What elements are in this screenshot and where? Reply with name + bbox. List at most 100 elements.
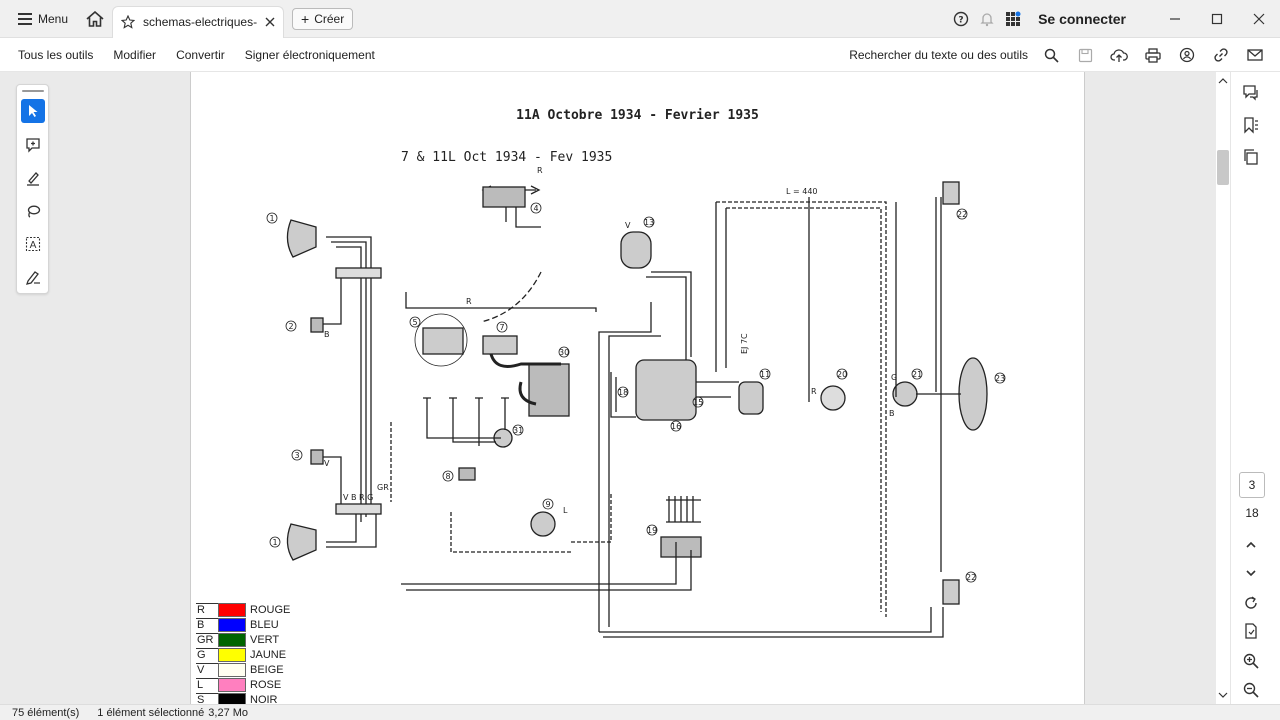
current-page-input[interactable]: 3 [1239,472,1265,498]
component-13 [620,231,652,269]
next-page-button[interactable] [1240,562,1262,584]
num-21: 21 [912,370,922,379]
right-panel: 3 18 [1230,72,1280,704]
svg-text:?: ? [958,16,963,26]
legend-row: B BLEU [196,617,290,632]
search-tools-label[interactable]: Rechercher du texte ou des outils [849,48,1028,62]
num-19: 19 [647,526,657,535]
legend-name: NOIR [250,693,278,705]
link-button[interactable] [1204,38,1238,72]
chevron-down-icon [1246,570,1256,577]
minimize-button[interactable] [1154,0,1196,38]
scroll-up-icon[interactable] [1216,76,1230,86]
cloud-upload-icon [1110,48,1128,62]
apps-button[interactable] [1000,0,1026,38]
coil-19 [666,496,701,523]
notifications-button[interactable] [974,0,1000,38]
relay-top [482,186,526,208]
headlamp-top [286,219,317,258]
print-button[interactable] [1136,38,1170,72]
status-bar: 75 élément(s) 1 élément sélectionné 3,27… [0,704,1280,720]
plus-icon: + [301,10,310,27]
share-user-icon [1179,47,1195,63]
home-button[interactable] [78,0,112,38]
zoom-in-icon [1243,653,1259,669]
create-button[interactable]: + Créer [292,7,354,30]
pages-panel-button[interactable] [1240,146,1262,168]
search-button[interactable] [1034,38,1068,72]
label-ej7c: EJ 7C [740,333,749,354]
tab-title: schemas-electriques-... [143,15,258,29]
tool-modify[interactable]: Modifier [113,47,157,62]
panel-grip[interactable] [22,90,44,92]
main-toolbar: Tous les outils Modifier Convertir Signe… [0,38,1280,72]
zoom-in-button[interactable] [1240,650,1262,672]
num-8: 8 [446,472,451,481]
legend-swatch [218,692,246,704]
legend-code: B [196,617,218,632]
num-1b: 1 [273,538,278,547]
lasso-icon [27,205,41,218]
refresh-icon [1245,596,1257,609]
component-11 [738,381,764,415]
refresh-button[interactable] [1240,592,1262,614]
sign-in-link[interactable]: Se connecter [1038,11,1126,27]
num-16: 16 [671,422,681,431]
tool-convert[interactable]: Convertir [176,47,225,62]
share-user-button[interactable] [1170,38,1204,72]
num-3: 3 [295,451,300,460]
num-20: 20 [837,370,847,379]
zoom-out-button[interactable] [1240,679,1262,701]
upload-button[interactable] [1102,38,1136,72]
comments-panel-button[interactable] [1240,82,1262,104]
email-button[interactable] [1238,38,1272,72]
bookmarks-panel-button[interactable] [1240,114,1262,136]
wiring-diagram: R L = 440 R EJ 7C V B GR G V B R L V B R… [266,166,1006,638]
highlight-tool[interactable] [21,166,45,190]
file-size: 3,27 Mo [208,706,249,719]
num-30: 30 [559,348,569,357]
maximize-icon [1211,13,1223,25]
menu-button[interactable]: Menu [0,0,78,38]
close-icon [1253,13,1265,25]
document-tab[interactable]: schemas-electriques-... [112,5,285,38]
mail-icon [1247,49,1263,61]
star-icon[interactable] [121,15,136,29]
legend-code: GR [196,632,218,647]
save-button[interactable] [1068,38,1102,72]
num-18: 18 [618,388,628,397]
text-tool[interactable]: A [21,232,45,256]
legend-name: BLEU [250,618,279,631]
svg-text:A: A [30,240,37,251]
comment-tool[interactable] [21,133,45,157]
draw-tool[interactable] [21,199,45,223]
help-button[interactable]: ? [948,0,974,38]
scroll-down-icon[interactable] [1216,690,1230,700]
close-tab-icon[interactable] [265,17,275,27]
tool-sign[interactable]: Signer électroniquement [244,47,375,62]
legend-swatch [218,617,246,632]
label-v2: V [324,459,330,468]
vertical-scrollbar[interactable] [1216,72,1230,704]
num-22b: 22 [966,573,976,582]
maximize-button[interactable] [1196,0,1238,38]
create-label: Créer [314,11,345,26]
sign-tool[interactable] [21,265,45,289]
select-tool[interactable] [21,99,45,123]
zoom-out-icon [1243,682,1259,698]
pen-sign-icon [26,271,40,285]
legend-code: S [196,692,218,704]
previous-page-button[interactable] [1240,534,1262,556]
label-vbrg: V B R G [343,493,373,502]
save-icon [1078,48,1092,62]
close-window-button[interactable] [1238,0,1280,38]
label-r-top: R [537,166,543,175]
page-fit-button[interactable] [1240,620,1262,642]
scroll-thumb[interactable] [1217,150,1229,185]
legend-code: V [196,662,218,677]
tool-all-tools[interactable]: Tous les outils [18,47,94,62]
legend-name: VERT [250,633,280,646]
legend-name: BEIGE [250,663,284,676]
label-r2: R [811,387,817,396]
component-9 [530,511,556,537]
